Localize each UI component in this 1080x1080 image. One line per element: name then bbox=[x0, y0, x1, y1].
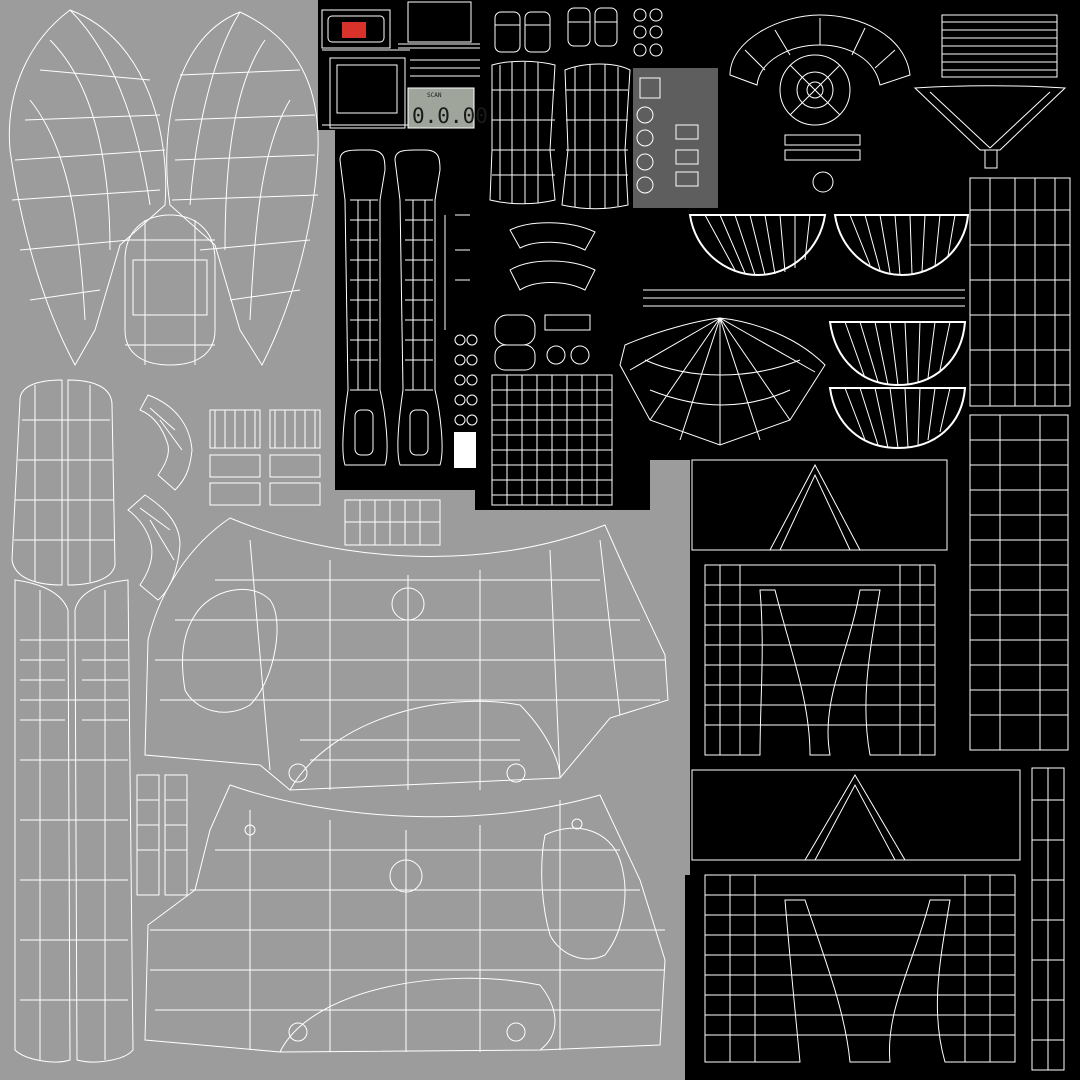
shell-pad-left bbox=[11, 379, 116, 586]
shell-small-blocks bbox=[136, 409, 441, 896]
torso-shell-upper bbox=[144, 517, 669, 791]
half-disc-top-right bbox=[833, 214, 970, 277]
lcd-reading: 0.0.00 bbox=[412, 104, 488, 128]
collar-ring bbox=[729, 14, 911, 193]
shell-strap-long bbox=[14, 579, 134, 1063]
lcd-display: SCAN 0.0.00 bbox=[407, 87, 488, 129]
lcd-label: SCAN bbox=[427, 92, 442, 99]
shell-left-wing bbox=[8, 9, 167, 367]
shell-visor bbox=[124, 214, 216, 366]
shell-curve-pieces bbox=[127, 394, 193, 601]
mid-small-parts bbox=[444, 214, 596, 426]
grid-panel bbox=[491, 374, 613, 506]
cylinder-pieces bbox=[489, 60, 631, 210]
half-disc-mid-1 bbox=[828, 321, 967, 387]
half-disc-top-left bbox=[688, 214, 827, 277]
red-indicator bbox=[342, 22, 366, 38]
white-block bbox=[454, 432, 476, 468]
pants-piece-upper bbox=[691, 459, 948, 756]
torso-shell-lower bbox=[144, 784, 666, 1053]
half-disc-mid-2 bbox=[828, 387, 967, 450]
bar-stack-top bbox=[913, 14, 1067, 169]
pants-piece-lower bbox=[691, 769, 1021, 1063]
shell-right-wing bbox=[166, 11, 319, 367]
strip-column-thin bbox=[1031, 767, 1065, 1071]
bar-column-right bbox=[969, 177, 1071, 407]
thin-bars bbox=[643, 289, 965, 307]
strap-columns bbox=[339, 149, 443, 466]
strip-column-mid bbox=[969, 414, 1069, 751]
fan-skirt bbox=[619, 317, 826, 446]
device-top-block bbox=[321, 1, 480, 129]
top-small-parts bbox=[494, 7, 699, 194]
